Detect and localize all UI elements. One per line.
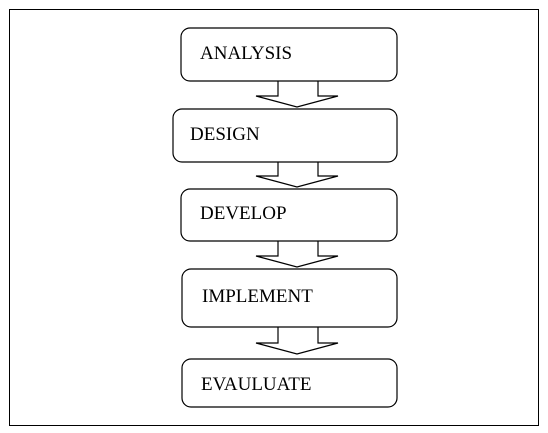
- stage-box: [180, 27, 398, 82]
- stage-develop: DEVELOP: [180, 188, 398, 242]
- stage-label-design: DESIGN: [190, 124, 260, 145]
- stage-box: [181, 268, 398, 328]
- stage-box: [180, 188, 398, 242]
- stage-evaluate: EVAULUATE: [181, 358, 398, 408]
- stage-design: DESIGN: [172, 108, 398, 163]
- stage-label-implement: IMPLEMENT: [202, 286, 313, 307]
- stage-label-evaluate: EVAULUATE: [201, 374, 311, 395]
- stage-analysis: ANALYSIS: [180, 27, 398, 82]
- stage-box: [172, 108, 398, 163]
- stage-box: [181, 358, 398, 408]
- stage-label-develop: DEVELOP: [200, 203, 287, 224]
- stage-label-analysis: ANALYSIS: [200, 43, 292, 64]
- stage-implement: IMPLEMENT: [181, 268, 398, 328]
